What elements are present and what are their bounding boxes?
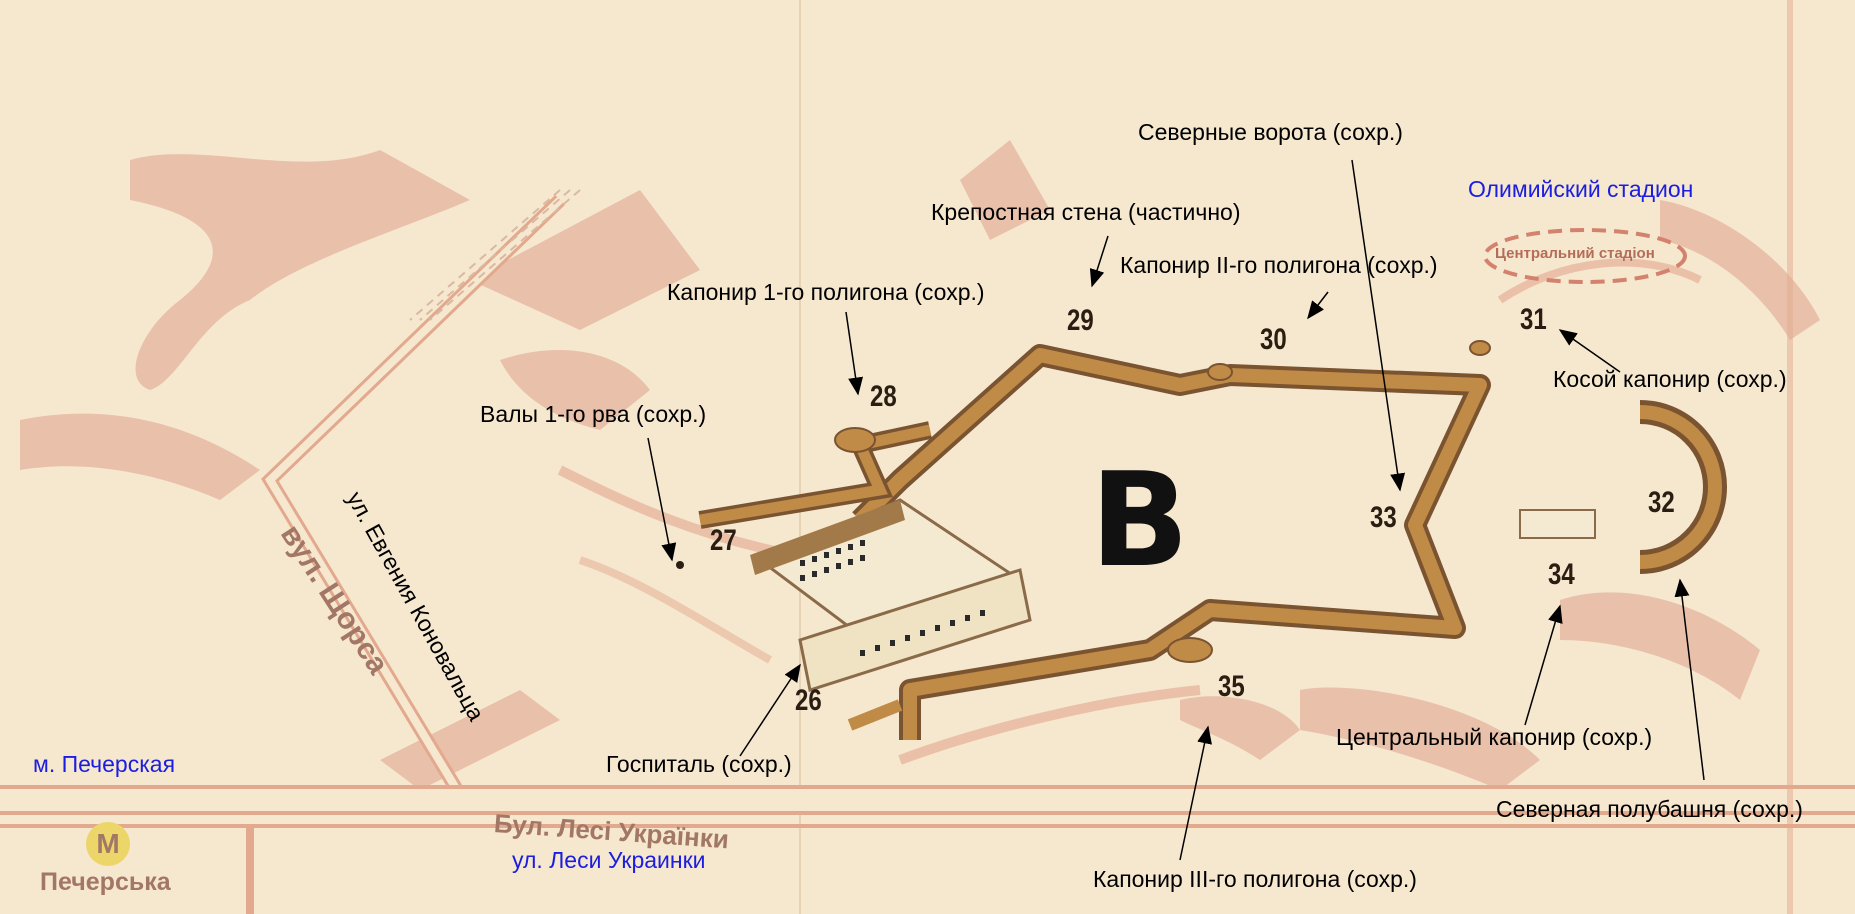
metro-icon: М (86, 822, 130, 866)
site-number-31: 31 (1520, 303, 1547, 336)
label-stadium: Олимийский стадион (1468, 176, 1694, 202)
label-caponier-1: Капонир 1-го полигона (сохр.) (667, 279, 985, 305)
stadium-outline (1483, 228, 1687, 284)
zone-letter: B (1090, 444, 1190, 596)
site-number-30: 30 (1260, 323, 1287, 356)
printed-stadium-name: Центральний стадіон (1495, 245, 1655, 262)
site-number-28: 28 (870, 380, 897, 413)
label-north-half-tower: Северная полубашня (сохр.) (1496, 796, 1803, 822)
label-street-lesi: ул. Леси Украинки (512, 847, 706, 873)
site-number-34: 34 (1548, 558, 1575, 591)
site-number-32: 32 (1648, 486, 1675, 519)
site-number-26: 26 (795, 684, 822, 717)
label-oblique-caponier: Косой капонир (сохр.) (1553, 366, 1787, 392)
label-ramparts: Валы 1-го рва (сохр.) (480, 401, 707, 427)
label-fortress-wall: Крепостная стена (частично) (931, 199, 1241, 225)
label-metro-station: м. Печерская (33, 751, 176, 777)
label-caponier-ii: Капонир II-го полигона (сохр.) (1120, 252, 1438, 278)
buildings (676, 340, 1727, 692)
site-number-35: 35 (1218, 670, 1245, 703)
label-north-gate: Северные ворота (сохр.) (1138, 119, 1403, 145)
background-terrain (20, 140, 1820, 790)
label-caponier-iii: Капонир III-го полигона (сохр.) (1093, 866, 1417, 892)
leader-arrows (647, 159, 1705, 861)
printed-metro-name: Печерська (40, 868, 171, 896)
site-number-27: 27 (710, 524, 737, 557)
label-central-caponier: Центральный капонир (сохр.) (1336, 724, 1653, 750)
railway-lines (409, 189, 581, 321)
site-number-29: 29 (1067, 304, 1094, 337)
fortress-walls (698, 344, 1491, 740)
label-hospital: Госпиталь (сохр.) (606, 751, 792, 777)
site-number-33: 33 (1370, 501, 1397, 534)
